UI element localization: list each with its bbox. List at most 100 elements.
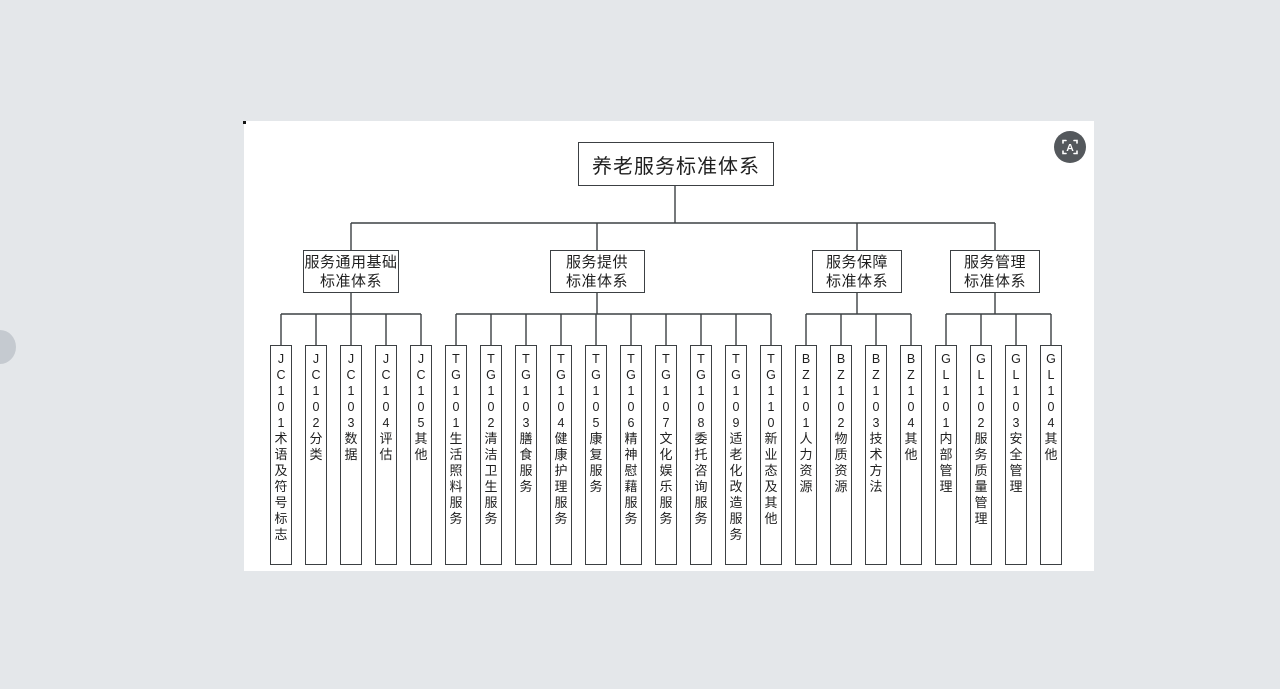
leaf-node-char: 1 <box>767 384 775 398</box>
leaf-node-char: 全 <box>1009 447 1023 462</box>
leaf-node-char: 资 <box>834 463 848 478</box>
leaf-node-char: 术 <box>274 431 288 446</box>
leaf-node-char: 源 <box>834 479 848 494</box>
leaf-node-char: 其 <box>904 431 918 446</box>
leaf-node-char: 食 <box>519 447 533 462</box>
leaf-node-char: 服 <box>729 511 743 526</box>
leaf-node-char: 1 <box>417 384 425 398</box>
leaf-node-char: 1 <box>277 384 285 398</box>
leaf-node-char: 娱 <box>659 463 673 478</box>
leaf-node-char: 务 <box>729 527 743 542</box>
leaf-node-char: 老 <box>729 447 743 462</box>
leaf-node-char: T <box>452 352 460 366</box>
leaf-node-char: 适 <box>729 431 743 446</box>
leaf-node-char: T <box>557 352 565 366</box>
leaf-node-char: 2 <box>977 416 985 430</box>
leaf-node-char: 康 <box>554 447 568 462</box>
leaf-node-char: 护 <box>554 463 568 478</box>
leaf-node-char: 法 <box>869 479 883 494</box>
connector-lines <box>280 186 1052 345</box>
leaf-node-char: 理 <box>1009 479 1023 494</box>
branch-node-label-line: 标准体系 <box>319 272 382 290</box>
branch-node-label-line: 服务提供 <box>565 253 628 271</box>
text-scan-icon: A <box>1062 139 1078 155</box>
leaf-node-char: 慰 <box>624 463 638 478</box>
text-recognition-button[interactable]: A <box>1054 131 1086 163</box>
leaf-node-char: 1 <box>802 384 810 398</box>
root-node: 养老服务标准体系 <box>578 142 774 186</box>
leaf-node-char: 乐 <box>659 479 673 494</box>
leaf-node-char: 1 <box>802 416 810 430</box>
leaf-node-char: 人 <box>799 431 813 446</box>
leaf-node-char: 卫 <box>484 463 498 478</box>
leaf-node-char: T <box>767 352 775 366</box>
leaf-node-char: 态 <box>764 463 778 478</box>
leaf-node-char: C <box>416 368 426 382</box>
left-edge-handle[interactable] <box>0 330 16 364</box>
leaf-node-char: 估 <box>379 447 393 462</box>
canvas-anchor-dot <box>243 121 246 124</box>
leaf-node-char: 服 <box>484 495 498 510</box>
leaf-node-char: 膳 <box>519 431 533 446</box>
svg-text:A: A <box>1066 142 1074 154</box>
leaf-node-char: 1 <box>732 384 740 398</box>
leaf-node-char: 4 <box>907 416 915 430</box>
leaf-node-char: G <box>591 368 601 382</box>
leaf-node-char: 0 <box>662 400 670 414</box>
leaf-node-char: T <box>522 352 530 366</box>
leaf-node-char: 康 <box>589 431 603 446</box>
leaf-node-char: C <box>276 368 286 382</box>
leaf-node-char: 1 <box>592 384 600 398</box>
leaf-node-char: G <box>766 368 776 382</box>
branch-node-jc: 服务通用基础标准体系 <box>303 250 399 293</box>
leaf-node-char: 服 <box>519 463 533 478</box>
leaf-node-char: 力 <box>799 447 813 462</box>
leaf-node-char: 咨 <box>694 463 708 478</box>
leaf-node-char: 造 <box>729 495 743 510</box>
leaf-node-char: 他 <box>904 447 918 462</box>
leaf-node-char: 1 <box>942 384 950 398</box>
leaf-node-char: G <box>731 368 741 382</box>
leaf-node-char: 洁 <box>484 447 498 462</box>
leaf-node-char: L <box>977 368 985 382</box>
branch-node-tg: 服务提供标准体系 <box>549 250 645 293</box>
leaf-node-char: 0 <box>557 400 565 414</box>
leaf-node-char: 1 <box>277 416 285 430</box>
leaf-node-char: 0 <box>1047 400 1055 414</box>
leaf-node-char: 1 <box>522 384 530 398</box>
leaf-node-char: 量 <box>974 479 988 494</box>
leaf-node-char: 务 <box>554 511 568 526</box>
leaf-node-char: Z <box>907 368 915 382</box>
leaf-node-char: C <box>311 368 321 382</box>
leaf-node-char: Z <box>837 368 845 382</box>
leaf-node-char: 管 <box>1009 463 1023 478</box>
leaf-node-char: B <box>801 352 811 366</box>
leaf-node-char: 1 <box>557 384 565 398</box>
leaf-node-char: 内 <box>939 431 953 446</box>
leaf-node-char: 他 <box>414 447 428 462</box>
leaf-node-char: 1 <box>487 384 495 398</box>
leaf-node-char: 物 <box>834 431 848 446</box>
leaf-node-char: 服 <box>624 495 638 510</box>
leaf-node-char: 符 <box>274 479 288 494</box>
leaf-node-char: 务 <box>659 511 673 526</box>
leaf-node-char: 他 <box>764 511 778 526</box>
leaf-node-char: 3 <box>872 416 880 430</box>
leaf-node-char: T <box>627 352 635 366</box>
leaf-node-char: G <box>976 352 986 366</box>
branch-node-label-line: 标准体系 <box>825 272 888 290</box>
leaf-node-char: 业 <box>764 447 778 462</box>
